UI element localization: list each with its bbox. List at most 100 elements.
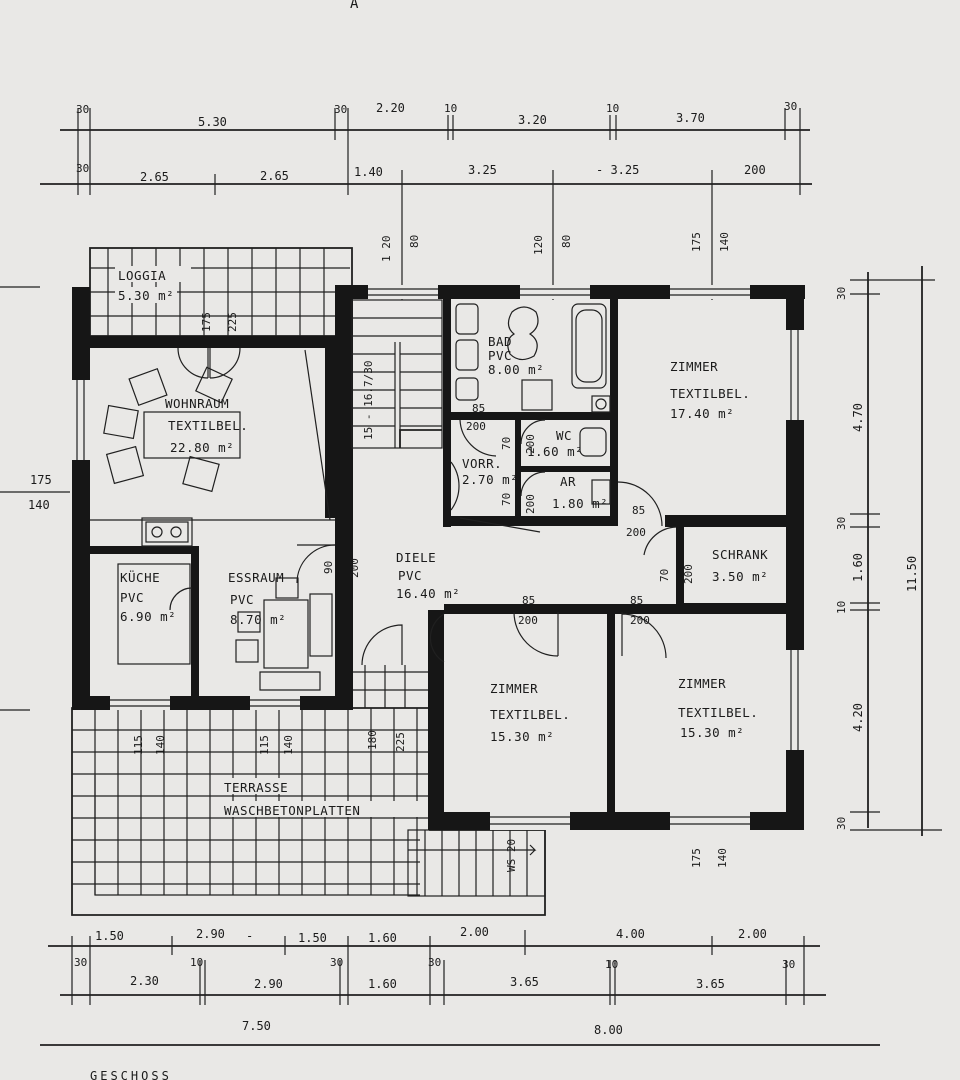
windows bbox=[72, 285, 804, 830]
dim-right-2: 4.70 bbox=[851, 403, 865, 432]
left-dimensions: 175 140 bbox=[0, 286, 70, 711]
terrace: TERRASSE WASCHBETONPLATTEN WS 20 bbox=[71, 665, 546, 916]
zimmer1-floor: TEXTILBEL. bbox=[670, 386, 750, 401]
dim-bot2-8: 3.65 bbox=[510, 975, 539, 989]
kueche-name: KÜCHE bbox=[120, 569, 160, 585]
zimmer3-name: ZIMMER bbox=[678, 676, 726, 691]
bad-door-w: 85 bbox=[472, 402, 485, 415]
dim-top-7: 10 bbox=[606, 102, 619, 115]
win3-a: 180 bbox=[366, 730, 379, 750]
dim-bot2-11: 30 bbox=[782, 958, 795, 971]
diele-area: 16.40 m² bbox=[396, 586, 460, 601]
staircase: 15 - 16.7/30 bbox=[351, 299, 443, 449]
stub-2: 80 bbox=[408, 235, 421, 248]
diele-door-w: 90 bbox=[322, 561, 335, 574]
lower-stair-label: WS 20 bbox=[505, 839, 518, 872]
dim-bot2-4: 2.90 bbox=[254, 977, 283, 991]
stub-3: 120 bbox=[532, 235, 545, 255]
dim-bot-3: - bbox=[246, 929, 253, 943]
z2-door-h: 200 bbox=[518, 614, 538, 627]
zimmer3-area: 15.30 m² bbox=[680, 725, 744, 740]
wc-door-w: 70 bbox=[500, 437, 513, 450]
z2-door-w: 85 bbox=[522, 594, 535, 607]
dim-top-2: 5.30 bbox=[198, 115, 227, 129]
dim-bot-8: 2.00 bbox=[738, 927, 767, 941]
dim-top-5: 10 bbox=[444, 102, 457, 115]
vorr-area: 2.70 m² bbox=[462, 472, 518, 487]
dim-bot2-2: 2.30 bbox=[130, 974, 159, 988]
z1-door-w: 85 bbox=[632, 504, 645, 517]
footer-label: GESCHOSS bbox=[90, 1069, 172, 1080]
bad-area: 8.00 m² bbox=[488, 362, 544, 377]
dim-right-3: 30 bbox=[835, 517, 848, 530]
wohnraum: WOHNRAUM TEXTILBEL. 22.80 m² bbox=[90, 347, 335, 521]
win1-b: 140 bbox=[154, 735, 167, 755]
dim-bot-4: 1.50 bbox=[298, 931, 327, 945]
dim-right-1: 30 bbox=[835, 287, 848, 300]
dim-top2-4: 1.40 bbox=[354, 165, 383, 179]
dim-bot2-5: 30 bbox=[330, 956, 343, 969]
stair-label: 15 - 16.7/30 bbox=[362, 361, 375, 440]
z3-door-h: 200 bbox=[630, 614, 650, 627]
dim-bot2-3: 10 bbox=[190, 956, 203, 969]
dim-top-9: 30 bbox=[784, 100, 797, 113]
essraum-area: 8.70 m² bbox=[230, 612, 286, 627]
ar-door-h: 200 bbox=[524, 494, 537, 514]
dim-top-3: 30 bbox=[334, 103, 347, 116]
ar-door-w: 70 bbox=[500, 493, 513, 506]
schrank-name: SCHRANK bbox=[712, 547, 768, 562]
dim-top2-2: 2.65 bbox=[140, 170, 169, 184]
dim-bot-6: 2.00 bbox=[460, 925, 489, 939]
essraum-floor: PVC bbox=[230, 592, 254, 607]
window-dims: 115 140 115 140 180 225 175 140 bbox=[132, 730, 729, 868]
zimmer1-name: ZIMMER bbox=[670, 359, 718, 374]
dim-right-4: 1.60 bbox=[851, 553, 865, 582]
dim-total-2: 8.00 bbox=[594, 1023, 623, 1037]
schrank-door-w: 70 bbox=[658, 569, 671, 582]
win1-a: 115 bbox=[132, 735, 145, 755]
dim-right-5: 10 bbox=[835, 601, 848, 614]
bad-floor: PVC bbox=[488, 348, 512, 363]
bad-name: BAD bbox=[488, 334, 512, 349]
zimmer3-floor: TEXTILBEL. bbox=[678, 705, 758, 720]
wohnraum-name: WOHNRAUM bbox=[165, 396, 229, 411]
dim-top-1: 30 bbox=[76, 103, 89, 116]
loggia-dim-1: 175 bbox=[200, 312, 213, 332]
wc-name: WC bbox=[556, 428, 572, 443]
loggia-dim-2: 225 bbox=[226, 312, 239, 332]
stub-5: 175 bbox=[690, 232, 703, 252]
zimmer2-name: ZIMMER bbox=[490, 681, 538, 696]
diele-name: DIELE bbox=[396, 550, 436, 565]
kueche: KÜCHE PVC 6.90 m² bbox=[117, 517, 193, 665]
dim-right-7: 30 bbox=[835, 817, 848, 830]
wc-area: 1.60 m² bbox=[527, 444, 583, 459]
dim-bot2-7: 30 bbox=[428, 956, 441, 969]
wc-vorr-ar: WC 1.60 m² VORR. 2.70 m² AR 1.80 m² 85 2… bbox=[450, 402, 611, 514]
loggia-name: LOGGIA bbox=[118, 268, 166, 283]
zimmer2-area: 15.30 m² bbox=[490, 729, 554, 744]
diele: DIELE PVC 16.40 m² 90 200 85 200 70 200 … bbox=[296, 481, 695, 666]
dim-bot-7: 4.00 bbox=[616, 927, 645, 941]
dim-bot2-10: 3.65 bbox=[696, 977, 725, 991]
loggia-area: 5.30 m² bbox=[118, 288, 174, 303]
dim-top-8: 3.70 bbox=[676, 111, 705, 125]
loggia: LOGGIA 5.30 m² 175 225 bbox=[89, 247, 353, 337]
lower-stair bbox=[407, 829, 546, 897]
armchairs bbox=[103, 366, 241, 493]
schrank-area: 3.50 m² bbox=[712, 569, 768, 584]
dim-bot2-1: 30 bbox=[74, 956, 87, 969]
dim-top2-7: 200 bbox=[744, 163, 766, 177]
zimmer-1: ZIMMER TEXTILBEL. 17.40 m² bbox=[670, 359, 750, 421]
dim-top2-3: 2.65 bbox=[260, 169, 289, 183]
dim-right-total: 11.50 bbox=[905, 556, 919, 592]
kueche-area: 6.90 m² bbox=[120, 609, 176, 624]
dim-top-4: 2.20 bbox=[376, 101, 405, 115]
zimmer2-floor: TEXTILBEL. bbox=[490, 707, 570, 722]
ar-name: AR bbox=[560, 474, 576, 489]
diele-door-h: 200 bbox=[348, 558, 361, 578]
wohnraum-floor: TEXTILBEL. bbox=[168, 418, 248, 433]
top-dimensions: A 30 5.30 30 2.20 10 3.20 10 3.70 30 30 … bbox=[40, 0, 812, 300]
win2-b: 140 bbox=[282, 735, 295, 755]
win2-a: 115 bbox=[258, 735, 271, 755]
